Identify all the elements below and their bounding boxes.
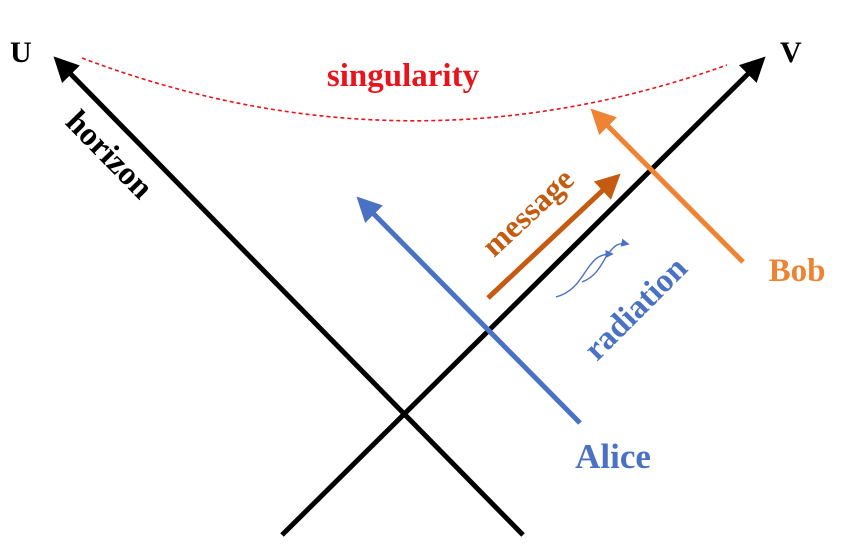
alice-label: Alice: [575, 437, 651, 476]
bob-worldline: [590, 108, 745, 264]
u-axis-label: U: [10, 36, 32, 69]
v-axis-label: V: [780, 36, 802, 69]
message-arrow: [486, 173, 621, 300]
message-label: message: [474, 161, 580, 264]
alice-worldline: [356, 196, 582, 425]
radiation-label: radiation: [577, 250, 695, 368]
singularity-curve: [81, 57, 728, 122]
radiation-wave-lower: [555, 249, 614, 298]
u-axis-line: [53, 56, 525, 537]
v-axis-line: [280, 56, 766, 537]
horizon-label: horizon: [58, 104, 159, 206]
singularity-label: singularity: [327, 58, 480, 94]
bob-label: Bob: [769, 253, 826, 289]
radiation-wave-upper: [581, 238, 630, 283]
